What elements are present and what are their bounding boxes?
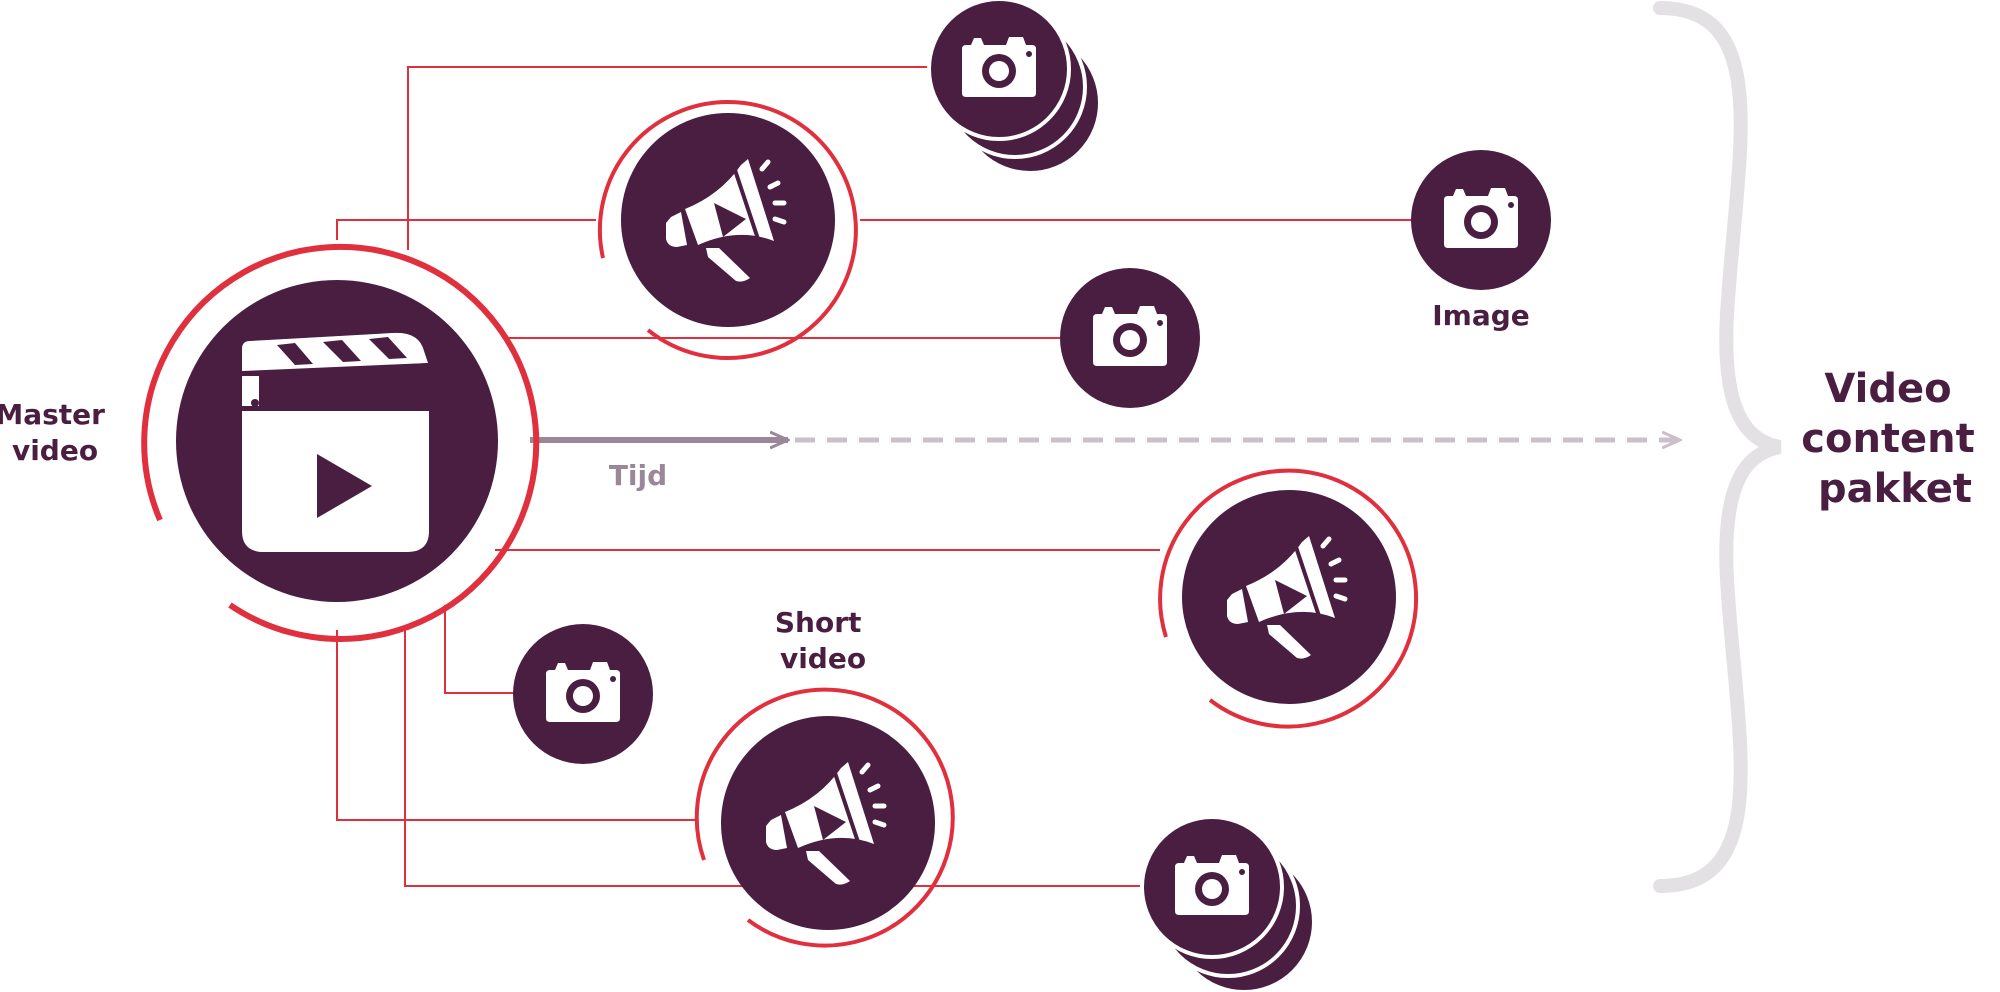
short-video-node-bottom [694,687,955,948]
image-node-middle [1060,268,1200,408]
connector-top-image-stack [407,66,990,250]
connector-lower-image [444,605,520,694]
image-node-right [1411,150,1551,290]
connector-top-short-video [336,219,596,240]
image-node-lower-left [513,624,653,764]
short-video-label: Short video [775,606,871,675]
image-stack-node-top [927,0,1102,175]
short-video-node-right [1158,468,1419,729]
clapperboard-icon [242,332,429,552]
short-video-node-top [597,100,858,360]
connector-lines [336,66,1420,887]
master-video-node [141,243,540,642]
time-label: Tijd [609,459,667,492]
image-label: Image [1432,299,1530,332]
image-stack-node-bottom [1140,815,1316,992]
curly-brace [1653,1,1782,893]
video-content-package-label: Video content pakket [1801,366,1988,512]
master-video-label: Master video [0,398,115,467]
connector-bottom-short-video [336,630,698,821]
